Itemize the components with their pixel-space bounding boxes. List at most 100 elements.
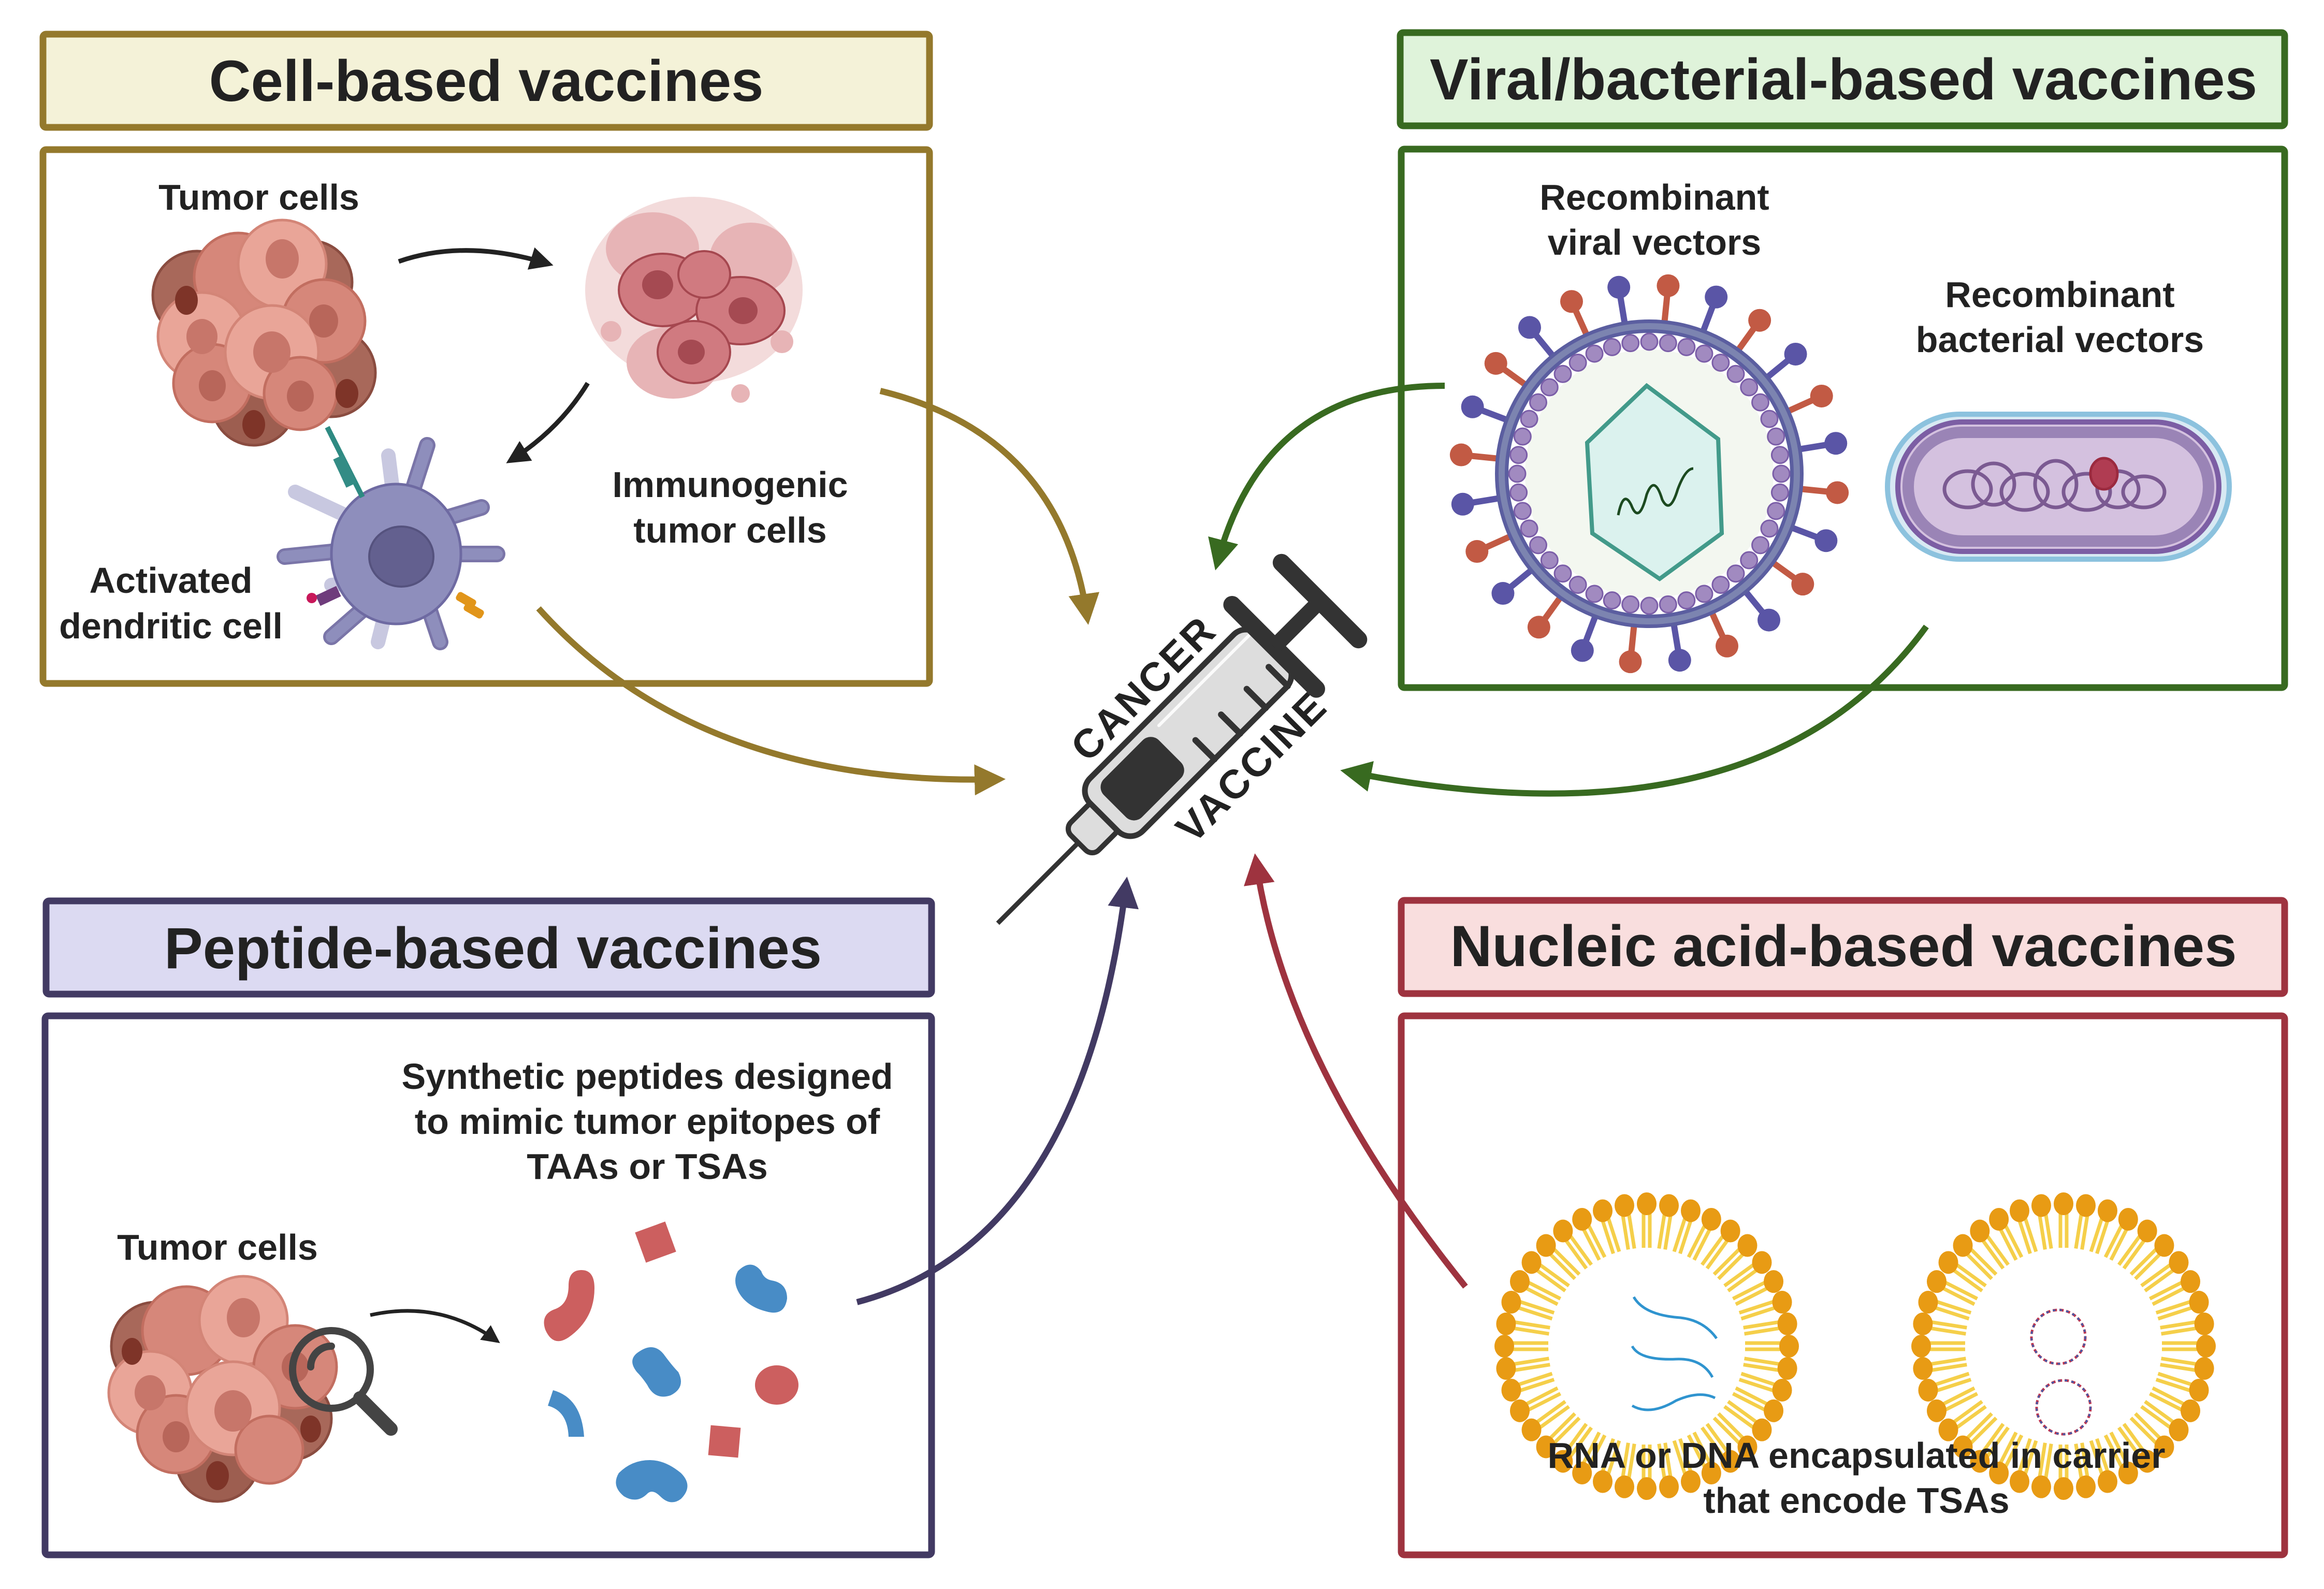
lipid-head	[1913, 1312, 1933, 1335]
lipid-head	[1659, 1194, 1679, 1217]
lipid-head	[2118, 1207, 2138, 1231]
arrow-viral-to-vaccine	[1208, 383, 1445, 571]
lipid-head	[1680, 1470, 1701, 1493]
spike-head	[1791, 573, 1814, 596]
lipid-head	[2054, 1192, 2073, 1215]
spike-head	[1814, 529, 1838, 552]
lipid-head	[1970, 1450, 1990, 1473]
lipid-head	[2169, 1418, 2189, 1441]
lipid-head	[1659, 1475, 1679, 1498]
lipid-head	[2181, 1399, 2201, 1422]
lipid-head	[2054, 1477, 2073, 1500]
lipid-head	[1521, 1418, 1542, 1441]
peptide-tumor-cluster-icon	[107, 1275, 338, 1503]
peptide-description-line2: to mimic tumor epitopes of	[415, 1101, 880, 1142]
viral-header-box	[1397, 29, 2288, 129]
spike-head	[1484, 352, 1507, 375]
lipid-head	[1913, 1357, 1933, 1380]
arrow-dendritic-to-vaccine	[536, 606, 1006, 796]
dendritic-cell-icon	[277, 426, 505, 650]
capsid-bead	[1772, 464, 1791, 483]
lipid-head	[1720, 1219, 1740, 1243]
capsid-bead	[1711, 576, 1730, 594]
cell-tumor-label: Tumor cells	[158, 177, 359, 217]
panel-viral-bacterial: Viral/bacterial-based vaccines Recombina…	[1397, 29, 2288, 691]
lipid-head	[2097, 1199, 2117, 1222]
capsid-bead	[1520, 519, 1538, 538]
spike-head	[1491, 582, 1515, 605]
bacterial-vector-label-line2: bacterial vectors	[1916, 319, 2204, 360]
lipid-head	[2118, 1462, 2138, 1485]
capsid-bead	[1509, 446, 1528, 464]
lipid-head	[1953, 1435, 1973, 1459]
spike-head	[1705, 285, 1728, 309]
lipid-head	[2137, 1219, 2157, 1243]
lipid-head	[2097, 1470, 2117, 1493]
lipid-head	[1953, 1234, 1973, 1257]
lipid-head	[2196, 1335, 2216, 1358]
lipid-head	[2154, 1234, 2174, 1257]
capsid-bead	[1677, 591, 1696, 610]
panel-cell-based: Cell-based vaccines Tumor cells	[39, 31, 933, 687]
capsid-bead	[1585, 344, 1604, 363]
capsid-bead	[1770, 483, 1789, 502]
lipid-head	[2194, 1312, 2214, 1335]
lipid-head	[1593, 1199, 1613, 1222]
lipid-head	[1938, 1251, 1958, 1274]
lipid-head	[1737, 1234, 1757, 1257]
capsid-bead	[1751, 393, 1770, 412]
lipid-head	[1911, 1335, 1931, 1358]
lipid-head	[1536, 1234, 1556, 1257]
capsid-bead	[1603, 591, 1621, 610]
spike-head	[1560, 290, 1583, 313]
spike-head	[1668, 649, 1691, 672]
lipid-head	[1509, 1270, 1530, 1293]
lipid-head	[2194, 1357, 2214, 1380]
capsid-bead	[1508, 464, 1527, 483]
lipid-head	[2076, 1475, 2096, 1498]
dendritic-label-line1: Activated	[89, 560, 252, 601]
viral-panel-title: Viral/bacterial-based vaccines	[1430, 47, 2257, 112]
cancer-vaccine-syringe-icon: CANCER VACCINE	[996, 553, 1368, 925]
lipid-head	[1918, 1378, 1938, 1402]
capsid-bead	[1585, 585, 1604, 603]
tumor-cell-cluster-icon	[151, 218, 377, 447]
lipid-head	[2189, 1378, 2209, 1402]
lipid-head	[2010, 1199, 2030, 1222]
arrow-immunogenic-to-dendritic	[506, 382, 590, 463]
viral-vector-label-line1: Recombinant	[1539, 177, 1769, 217]
capsid-bead	[1540, 378, 1559, 397]
capsid-bead	[1568, 353, 1587, 372]
capsid-bead	[1509, 483, 1528, 502]
capsid-bead	[1640, 332, 1659, 351]
lipid-head	[1536, 1435, 1556, 1459]
lipid-head	[1720, 1450, 1740, 1473]
peptide-description-line3: TAAs or TSAs	[527, 1146, 767, 1187]
nucleic-panel-title: Nucleic acid-based vaccines	[1450, 914, 2237, 979]
capsid-bead	[1640, 596, 1659, 615]
peptide-description-line1: Synthetic peptides designed	[401, 1056, 893, 1097]
peptide-panel-title: Peptide-based vaccines	[164, 916, 822, 981]
lipid-head	[1593, 1470, 1613, 1493]
immunogenic-label-line1: Immunogenic	[612, 464, 848, 505]
peptide-header-box	[42, 897, 935, 998]
capsid-bead	[1529, 536, 1547, 555]
capsid-bead	[1659, 595, 1677, 614]
lipid-head	[2031, 1475, 2051, 1498]
lipid-head	[1764, 1399, 1784, 1422]
capsid-bead	[1568, 576, 1587, 594]
magnifying-glass-icon	[289, 1327, 398, 1436]
lipid-nanoparticle-rna-icon	[1494, 1192, 1799, 1500]
lipid-head	[1777, 1312, 1797, 1335]
bacterial-vector-icon	[1885, 412, 2232, 562]
capsid-bead	[1553, 564, 1572, 583]
lipid-head	[1752, 1251, 1772, 1274]
lipid-head	[1637, 1477, 1657, 1500]
lipid-head	[1553, 1450, 1573, 1473]
lipid-head	[1989, 1462, 2009, 1485]
capsid-bead	[1513, 427, 1532, 446]
lipid-head	[1938, 1418, 1958, 1441]
spike-head	[1657, 274, 1680, 297]
capsid-bead	[1760, 410, 1779, 428]
cell-header-box	[39, 31, 933, 131]
